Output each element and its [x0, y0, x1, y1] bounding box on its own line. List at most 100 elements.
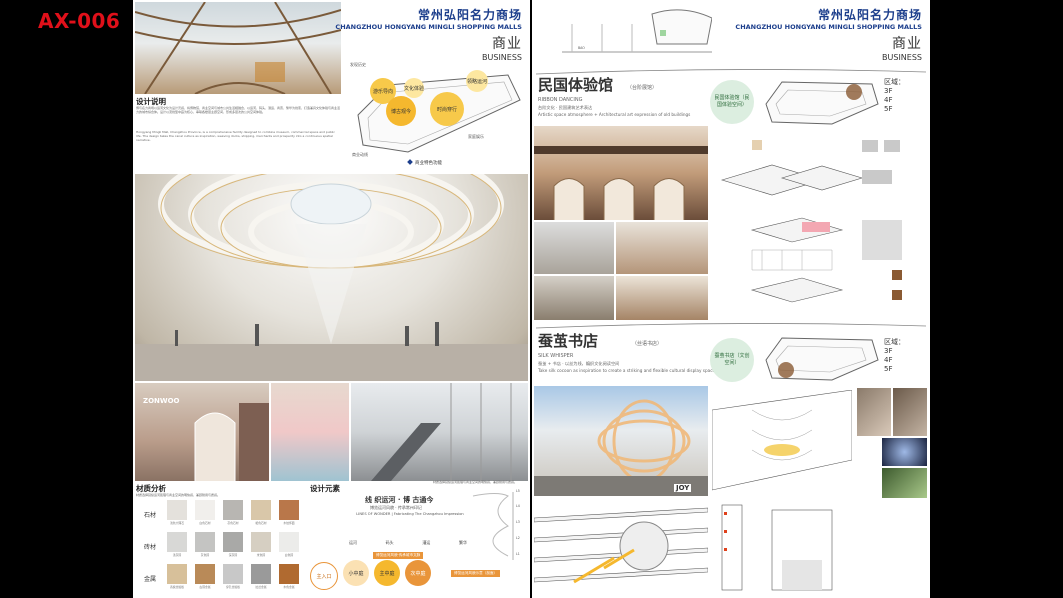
- exp-hall-render-main: [534, 126, 708, 220]
- top-sketch-lines: [562, 9, 712, 53]
- material-swatch: [195, 532, 215, 552]
- legend-text: 商业特色功能: [415, 161, 442, 166]
- bookstore-plan-lines: [765, 337, 879, 381]
- bookstore-section: [534, 498, 708, 594]
- exp-hall-subtitle: RIBBON DANCING: [538, 97, 583, 103]
- material-row: 石材浅色大理石 白色石材 灰色石材 暖色石材 木纹饰面: [137, 500, 305, 530]
- exp-hall-photo-3: [616, 222, 708, 274]
- flow-step-4: 繁华: [458, 540, 467, 545]
- material-swatch-label: 木纹饰面: [283, 521, 295, 525]
- material-swatch-label: 灰色石材: [227, 521, 239, 525]
- bookstore-sketch-top-lines: [712, 390, 852, 491]
- exp-hall-exploded: [712, 130, 922, 318]
- material-swatch: [251, 532, 271, 552]
- material-swatch-label: 浅色大理石: [170, 521, 184, 525]
- level-2: L2: [516, 536, 520, 540]
- title-en: CHANGZHOU HONGYANG MINGLI SHOPPING MALLS: [335, 23, 522, 31]
- levels-diagram: L5 L4 L3 L2 L1: [468, 486, 528, 566]
- exp-hall-area-label: 区域：: [884, 78, 905, 86]
- material-swatch: [223, 564, 243, 584]
- material-swatch-label: 米色砖: [256, 553, 266, 557]
- slogan-cn: 线 织运河 · 博 古通今: [365, 496, 434, 504]
- material-row: 金属香槟金属板古铜金属穿孔金属板拉丝金属木色金属: [137, 564, 305, 594]
- title-en-right: CHANGZHOU HONGYANG MINGLI SHOPPING MALLS: [735, 23, 922, 31]
- material-swatch-label: 暖色石材: [255, 521, 267, 525]
- exp-hall-photo-2: [534, 222, 614, 274]
- bookstore-render: JOY: [534, 386, 708, 496]
- right-header: 常州弘阳名力商场 CHANGZHOU HONGYANG MINGLI SHOPP…: [735, 6, 922, 62]
- skylight-structure: [135, 2, 341, 94]
- levels-lines: [472, 492, 514, 560]
- bookstore-floor-1: 3F: [884, 347, 893, 355]
- material-swatch-label: 香槟金属板: [170, 585, 184, 589]
- design-notes-en: Hongyang Mingli Mall, Changzhou Province…: [136, 130, 335, 143]
- escalator-lines: [371, 383, 512, 481]
- kids-area-photo: [271, 383, 349, 481]
- exp-hall-photo-5: [616, 276, 708, 320]
- bookstore-elevation: [712, 500, 872, 595]
- exp-hall-key-plan: [762, 74, 882, 130]
- exp-hall-render-arches: [534, 146, 708, 220]
- bookstore-floor-2: 4F: [884, 356, 893, 364]
- atrium-render: [135, 174, 528, 381]
- flow-row: 运河 码头 漕运 繁华: [349, 540, 467, 546]
- flow-step-2: 码头: [385, 540, 394, 545]
- material-swatch-label: 穿孔金属板: [226, 585, 240, 589]
- top-tag: BAO: [578, 46, 585, 50]
- material-swatch: [167, 564, 187, 584]
- material-swatch-label: 白色砖: [284, 553, 294, 557]
- escalator-photo: [351, 383, 528, 481]
- top-sketch: BAO: [562, 4, 712, 56]
- material-swatch: [167, 532, 187, 552]
- diagram-label-1: 发现历史: [350, 62, 366, 67]
- material-swatch-label: 灰色砖: [200, 553, 210, 557]
- material-swatch-label: 古铜金属: [199, 585, 211, 589]
- legend-diamond-icon: [407, 159, 413, 165]
- shop-photo: ZONWOO: [135, 383, 269, 481]
- exp-hall-exploded-lines: [720, 140, 902, 303]
- exp-hall-photo-4: [534, 276, 614, 320]
- diagram-label-2: 家庭娱乐: [468, 134, 484, 139]
- bookstore-bubble: 蚕茧书店（文创空间）: [710, 338, 754, 382]
- materials-title: 材质分析: [136, 484, 166, 493]
- section-en-right: BUSINESS: [882, 53, 922, 62]
- storefront-sign: JOY: [674, 484, 692, 492]
- atrium-rings: [135, 174, 528, 381]
- section-en: BUSINESS: [482, 53, 522, 62]
- material-swatch: [223, 500, 243, 520]
- de-bubble-entrance: 主入口: [310, 562, 338, 590]
- de-bubble-small-atrium: 小中庭: [343, 560, 369, 586]
- material-swatch: [251, 500, 271, 520]
- exp-hall-plan-lines: [765, 81, 879, 125]
- project-code: AX-006: [38, 9, 121, 33]
- exp-hall-divider: [535, 69, 927, 75]
- shop-sign: ZONWOO: [143, 397, 180, 405]
- bubble-3: 时尚穿行: [430, 92, 464, 126]
- bookstore-line-en: Take silk cocoon as inspiration to creat…: [538, 368, 716, 373]
- level-5: L5: [516, 489, 520, 493]
- bookstore-area: 区域： 3F 4F 5F: [884, 338, 905, 374]
- material-row-label: 石材: [143, 512, 156, 519]
- material-swatch: [279, 564, 299, 584]
- bubble-2: 博古观今: [386, 96, 416, 126]
- material-row: 砖材浅灰砖灰色砖深灰砖米色砖白色砖: [137, 532, 305, 562]
- material-swatch-label: 浅灰砖: [172, 553, 182, 557]
- exp-hall-area: 区域： 3F 4F 5F: [884, 78, 905, 114]
- section-label: 博览运河风貌示意（剖面）: [451, 570, 501, 577]
- flow-label: 博览运河风貌·传承城市文脉: [373, 552, 424, 559]
- material-swatch: [279, 532, 299, 552]
- material-swatch-label: 白色石材: [199, 521, 211, 525]
- bookstore-photo-4: [882, 468, 927, 498]
- bubble-5: 领略运河: [466, 70, 488, 92]
- material-swatch-label: 深灰砖: [228, 553, 238, 557]
- bookstore-key-plan: [762, 330, 882, 386]
- material-row-label: 金属: [143, 576, 156, 583]
- exp-hall-floor-3: 5F: [884, 105, 893, 113]
- title-cn-right: 常州弘阳名力商场: [817, 8, 922, 22]
- exp-hall-title: 民国体验馆: [538, 76, 614, 94]
- skylight-photo: [135, 2, 341, 94]
- bookstore-photo-3: [882, 438, 927, 466]
- bookstore-divider: [535, 323, 927, 329]
- level-3: L3: [516, 520, 520, 524]
- material-swatch: [251, 564, 271, 584]
